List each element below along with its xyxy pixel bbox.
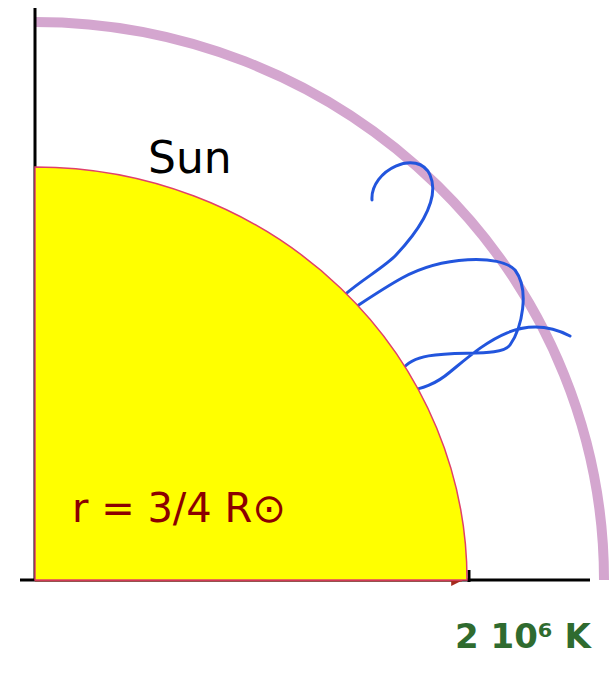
core-region: r = 3/4 R⊙: [35, 167, 467, 580]
photon-path: [324, 163, 570, 390]
radius-label: r = 3/4 R⊙: [72, 485, 286, 531]
title-label: Sun: [148, 132, 232, 183]
temperature-label: 2 10⁶ K: [455, 616, 591, 656]
axis-tick: [468, 570, 471, 582]
surface-arc: [35, 22, 604, 580]
radius-arrow: [35, 579, 462, 582]
quarter-disc-shape: [35, 167, 467, 580]
